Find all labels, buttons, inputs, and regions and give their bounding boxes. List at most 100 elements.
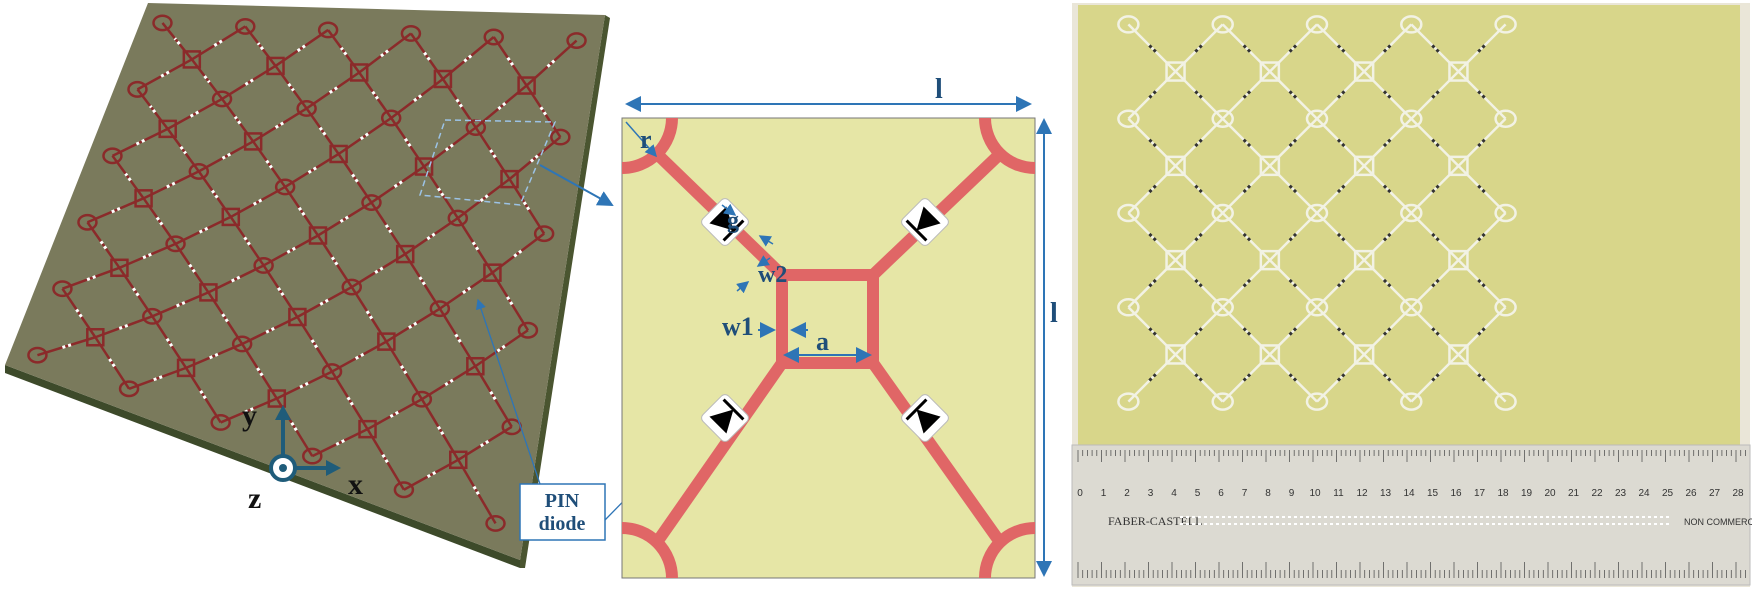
- ruler-dot: [1612, 523, 1615, 525]
- square-patch: [1259, 249, 1281, 271]
- square-patch: [1165, 344, 1186, 365]
- pin-diode-mark: [1288, 326, 1299, 336]
- x-label: x: [348, 468, 363, 501]
- trace-line: [330, 370, 369, 430]
- trace-line: [385, 340, 423, 400]
- pin-diode-mark: [384, 223, 393, 234]
- pin-diode-mark: [1288, 137, 1299, 148]
- pin-diode-mark: [189, 110, 200, 118]
- ruler-number: 20: [1544, 488, 1556, 499]
- ruler-dot: [1342, 523, 1345, 525]
- ruler-dot: [1312, 516, 1315, 518]
- square-patch: [1448, 344, 1469, 365]
- ruler-dot: [1504, 523, 1507, 525]
- ruler-dot: [1420, 516, 1423, 518]
- ruler-dot: [1546, 523, 1549, 525]
- pin-diode-mark: [423, 51, 431, 61]
- ring-patch: [1117, 15, 1140, 34]
- diode-triangle: [709, 409, 734, 434]
- pin-diode-mark: [496, 102, 507, 112]
- pin-diode-mark: [256, 42, 265, 51]
- pin-diode-mark: [418, 276, 427, 287]
- pin-diode-mark: [479, 439, 491, 448]
- pin-diode-mark: [1194, 43, 1204, 53]
- y-arrowhead: [275, 405, 291, 420]
- pin-diode-mark: [1147, 137, 1157, 148]
- trace-line: [94, 315, 153, 339]
- pin-diode-mark: [296, 43, 307, 53]
- ruler-dot: [1198, 523, 1201, 525]
- center-square: [776, 269, 879, 369]
- ruler-dot: [1528, 523, 1531, 525]
- ruler-dot: [1390, 516, 1393, 518]
- ruler-dot: [1282, 516, 1285, 518]
- ring-patch: [1494, 203, 1517, 223]
- square-patch: [182, 50, 202, 69]
- ruler-dot: [1258, 516, 1261, 518]
- square-patch: [1353, 344, 1375, 365]
- ruler-number: 27: [1709, 488, 1721, 499]
- square-patch: [1165, 249, 1186, 271]
- pin-diode-mark: [488, 148, 497, 159]
- pin-diode-mark: [175, 301, 186, 308]
- ruler-dot: [1546, 516, 1549, 518]
- ring-patch: [302, 447, 323, 465]
- ruler-dot: [1348, 516, 1351, 518]
- pin-diode-mark: [85, 275, 97, 282]
- pin-diode-mark: [1288, 278, 1299, 289]
- ring-patch: [533, 225, 555, 243]
- ruler-dot: [1426, 523, 1429, 525]
- pin-diode-mark: [1241, 278, 1252, 289]
- ring-patch: [341, 278, 362, 296]
- ruler-number: 28: [1732, 488, 1744, 499]
- pin-diode-mark: [1382, 43, 1393, 53]
- ruler-dot: [1432, 523, 1435, 525]
- pin-diode-mark: [243, 407, 254, 414]
- ruler-dot: [1186, 523, 1189, 525]
- pin-diode-mark: [1430, 373, 1440, 383]
- ruler-dot: [1636, 523, 1639, 525]
- ruler-dot: [1234, 516, 1237, 518]
- pin-diode-mark: [265, 159, 273, 169]
- ring-patch: [1117, 392, 1140, 411]
- ruler-dot: [1378, 516, 1381, 518]
- ring-patch: [231, 335, 253, 353]
- ruler-number: 3: [1148, 488, 1154, 499]
- pin-diode-mark: [198, 226, 209, 234]
- dim-w2-1: [756, 255, 771, 267]
- ring-patch: [165, 235, 186, 253]
- ring-patch: [321, 363, 343, 381]
- ring-patch: [52, 280, 73, 298]
- square-patch: [243, 132, 263, 151]
- trace-line: [151, 291, 209, 318]
- ruler-dot: [1654, 523, 1657, 525]
- pin-diode-mark: [61, 343, 72, 350]
- ruler-dot: [1342, 516, 1345, 518]
- ruler-dot: [1642, 516, 1645, 518]
- unit-cell: l l r g w2 w1 a: [621, 74, 1058, 579]
- ruler-dot: [1192, 516, 1195, 518]
- ruler-dot: [1264, 523, 1267, 525]
- square-patch: [395, 244, 415, 264]
- ruler-number: 24: [1638, 488, 1650, 499]
- pin-diode-mark: [299, 381, 310, 389]
- ruler-dot: [1624, 523, 1627, 525]
- pin-diode-mark: [496, 344, 507, 353]
- ruler-dot: [1402, 523, 1405, 525]
- ring-patch: [1494, 298, 1517, 317]
- ruler-dot: [1648, 523, 1651, 525]
- pin-diode-mark: [1288, 231, 1299, 242]
- pin-diode-mark: [276, 286, 285, 297]
- pin-diode-mark: [243, 236, 252, 246]
- square-patch: [1165, 155, 1186, 177]
- ruler-dot: [1240, 523, 1243, 525]
- ring-patch: [1305, 298, 1329, 317]
- ruler-number: 12: [1356, 488, 1368, 499]
- ruler-dot: [1300, 523, 1303, 525]
- ruler-dot: [1246, 523, 1249, 525]
- pin-diode-mark: [1147, 90, 1157, 100]
- ruler-dot: [1366, 516, 1369, 518]
- pin-diode-mark: [392, 180, 403, 189]
- ruler-dot: [1222, 523, 1225, 525]
- unit-cell-highlight: [418, 119, 557, 206]
